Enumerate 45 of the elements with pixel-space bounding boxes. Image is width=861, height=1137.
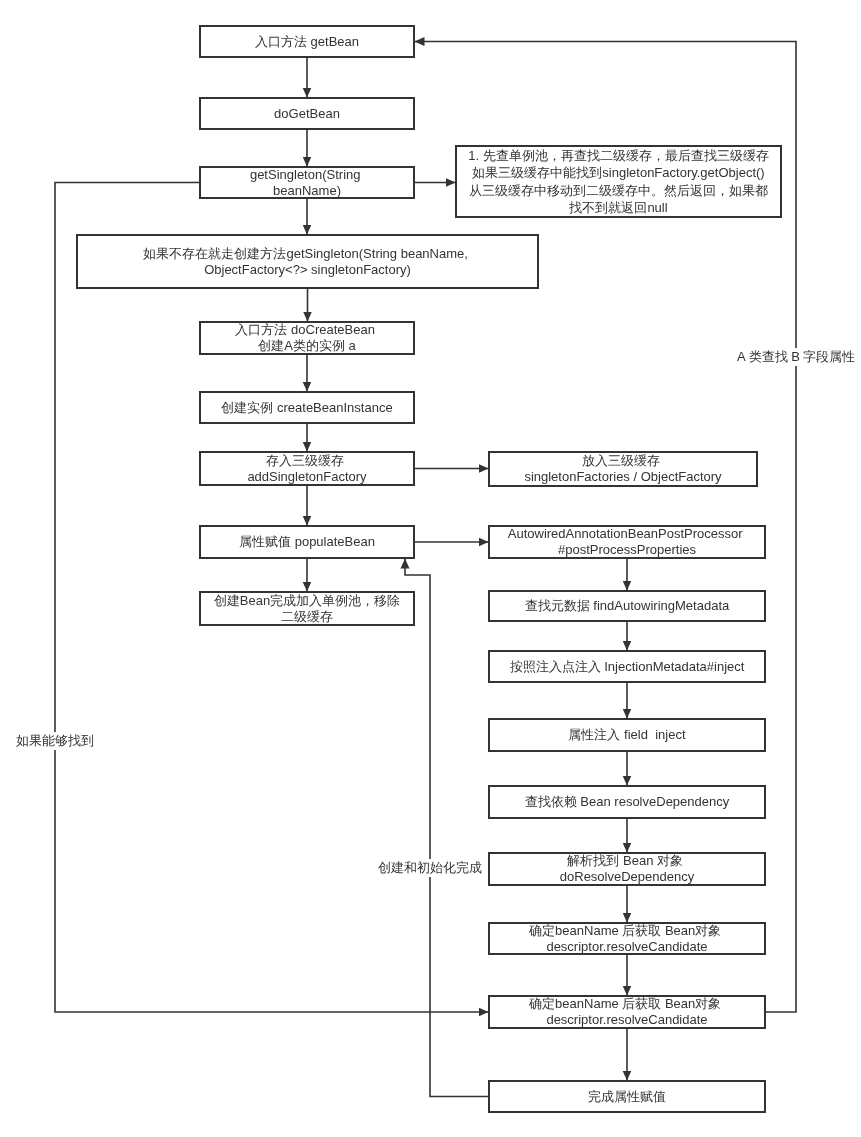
arrow — [400, 558, 489, 1098]
process-box: getSingleton(String beanName) — [199, 166, 415, 199]
arrow — [622, 1028, 632, 1081]
edge-label: 创建和初始化完成 — [376, 859, 484, 877]
process-box: 入口方法 doCreateBean 创建A类的实例 a — [199, 321, 415, 355]
arrow — [303, 288, 312, 322]
arrow — [302, 558, 312, 592]
arrow — [622, 818, 632, 853]
process-box: 解析找到 Bean 对象 doResolveDependency — [488, 852, 766, 886]
arrow — [302, 129, 312, 167]
process-box: doGetBean — [199, 97, 415, 130]
process-box: 确定beanName 后获取 Bean对象 descriptor.resolveCandidate — [488, 922, 766, 955]
arrow — [622, 682, 632, 719]
arrow — [414, 37, 797, 1013]
arrow — [622, 558, 632, 591]
process-box: 存入三级缓存 addSingletonFactory — [199, 451, 415, 486]
process-box: 入口方法 getBean — [199, 25, 415, 58]
edge-label: A 类查找 B 字段属性 — [735, 348, 858, 366]
process-box: 查找依赖 Bean resolveDependency — [488, 785, 766, 819]
process-box: 创建Bean完成加入单例池，移除二级缓存 — [199, 591, 415, 626]
arrow — [414, 537, 489, 547]
arrow — [302, 423, 312, 452]
process-box: 确定beanName 后获取 Bean对象 descriptor.resolveCandidate — [488, 995, 766, 1029]
arrow — [622, 885, 632, 923]
arrow — [414, 178, 456, 187]
process-box: 创建实例 createBeanInstance — [199, 391, 415, 424]
arrow — [622, 751, 632, 786]
process-box: 按照注入点注入 InjectionMetadata#inject — [488, 650, 766, 683]
arrow — [302, 57, 312, 98]
arrow — [302, 354, 312, 392]
arrow — [622, 621, 632, 651]
process-box: AutowiredAnnotationBeanPostProcessor #postProcessProperties — [488, 525, 766, 559]
process-box: 查找元数据 findAutowiringMetadata — [488, 590, 766, 622]
process-box: 放入三级缓存 singletonFactories / ObjectFactory — [488, 451, 758, 487]
arrow — [622, 954, 632, 996]
process-box: 完成属性赋值 — [488, 1080, 766, 1113]
note-box: 1. 先查单例池，再查找二级缓存，最后查找三级缓存如果三级缓存中能找到singletonFactory.getObject()从三级缓存中移动到二级缓存中。然后返回，如果都找不到就返回null — [455, 145, 782, 218]
edge-label: 如果能够找到 — [14, 732, 96, 750]
arrow — [414, 464, 489, 473]
process-box: 属性注入 field inject — [488, 718, 766, 752]
arrow — [54, 181, 489, 1017]
arrow — [302, 485, 312, 526]
process-box: 属性赋值 populateBean — [199, 525, 415, 559]
arrow — [302, 198, 312, 235]
process-box: 如果不存在就走创建方法getSingleton(String beanName, ObjectFactory<?> singletonFactory) — [76, 234, 539, 289]
